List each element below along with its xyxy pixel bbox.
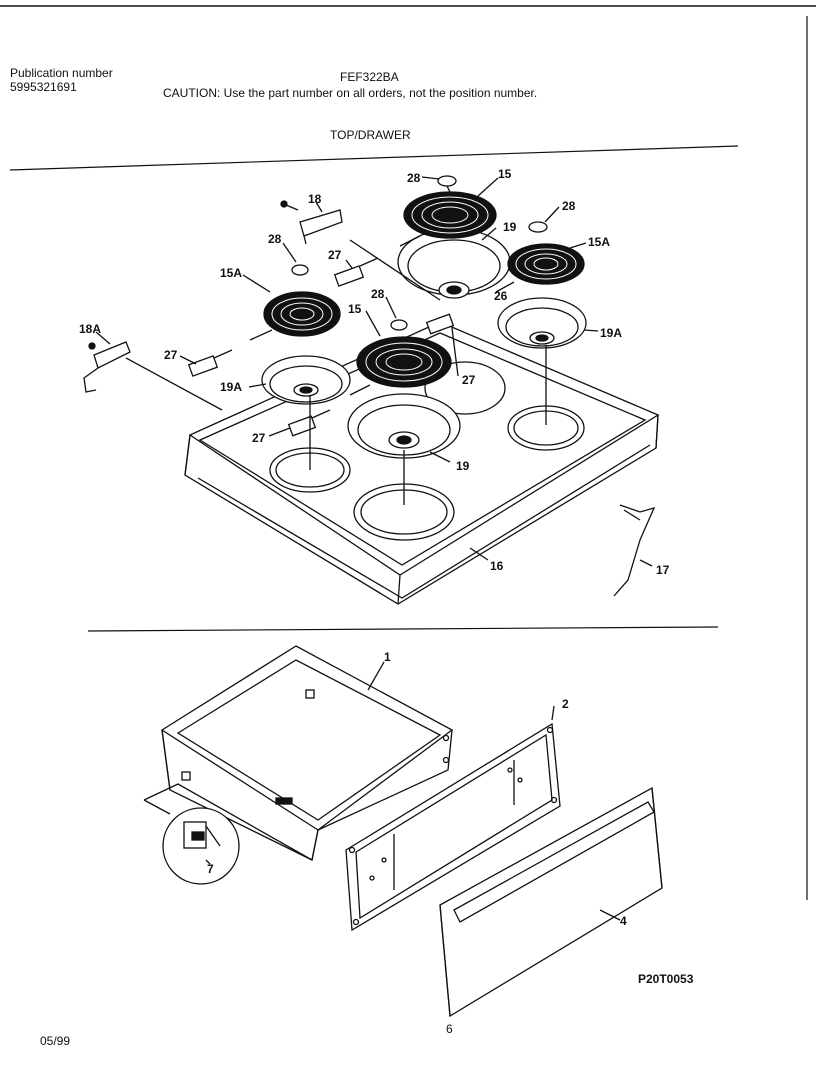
receptacle-27-upper (333, 257, 379, 287)
section-divider (87, 626, 719, 632)
section-title: TOP/DRAWER (330, 128, 411, 142)
callout-4: 4 (620, 914, 627, 928)
callout-15A: 15A (588, 235, 610, 249)
cap-28-top (437, 175, 457, 187)
element-right-small (495, 243, 585, 293)
callout-7: 7 (207, 862, 214, 876)
element-front-large (349, 336, 452, 396)
callout-28: 28 (407, 171, 421, 185)
callout-18A: 18A (79, 322, 101, 336)
cap-28-center (390, 319, 408, 331)
callout-27: 27 (252, 431, 266, 445)
revision-date: 05/99 (40, 1034, 71, 1048)
publication-number: 5995321691 (10, 80, 77, 94)
callout-27: 27 (164, 348, 178, 362)
callout-16: 16 (490, 559, 504, 573)
cap-28-left (291, 264, 309, 276)
callout-17: 17 (656, 563, 670, 577)
callout-19: 19 (503, 220, 517, 234)
callout-26: 26 (494, 289, 508, 303)
model-number: FEF322BA (340, 70, 399, 84)
publication-label: Publication number (10, 66, 113, 80)
receptacle-27-left (187, 349, 233, 377)
drip-pan-front-left (261, 355, 351, 405)
callout-19A: 19A (600, 326, 622, 340)
caution-note: CAUTION: Use the part number on all orde… (163, 86, 538, 100)
cap-28-right (528, 221, 548, 233)
callout-15: 15 (348, 302, 362, 316)
drawer-front-4 (439, 786, 663, 1018)
drip-pan-front-right (347, 393, 461, 459)
page-number: 6 (446, 1022, 453, 1036)
callout-19: 19 (456, 459, 470, 473)
callout-2: 2 (562, 697, 569, 711)
callout-28: 28 (562, 199, 576, 213)
drawer-body-1 (160, 645, 454, 861)
callout-28: 28 (371, 287, 385, 301)
drawer-panel-2 (345, 722, 561, 932)
bracket-18A (83, 341, 131, 393)
callout-15A: 15A (220, 266, 242, 280)
receptacle-27-right (425, 313, 455, 335)
detail-inset-7 (143, 783, 313, 885)
cooktop-opening-rear-left (424, 361, 506, 415)
callout-28: 28 (268, 232, 282, 246)
callout-18: 18 (308, 192, 322, 206)
element-rear-large (399, 191, 497, 247)
header-rule (9, 145, 739, 171)
element-left-small (249, 291, 341, 341)
callout-27: 27 (328, 248, 342, 262)
drip-pan-rear-small (497, 297, 587, 349)
callout-27: 27 (462, 373, 476, 387)
callout-15: 15 (498, 167, 512, 181)
anti-tip-bracket-17 (613, 504, 656, 597)
callout-1: 1 (384, 650, 391, 664)
callout-19A: 19A (220, 380, 242, 394)
receptacle-27-front (287, 409, 331, 437)
figure-code: P20T0053 (638, 972, 694, 986)
drip-pan-rear-right (397, 228, 511, 299)
bracket-18 (280, 200, 343, 245)
